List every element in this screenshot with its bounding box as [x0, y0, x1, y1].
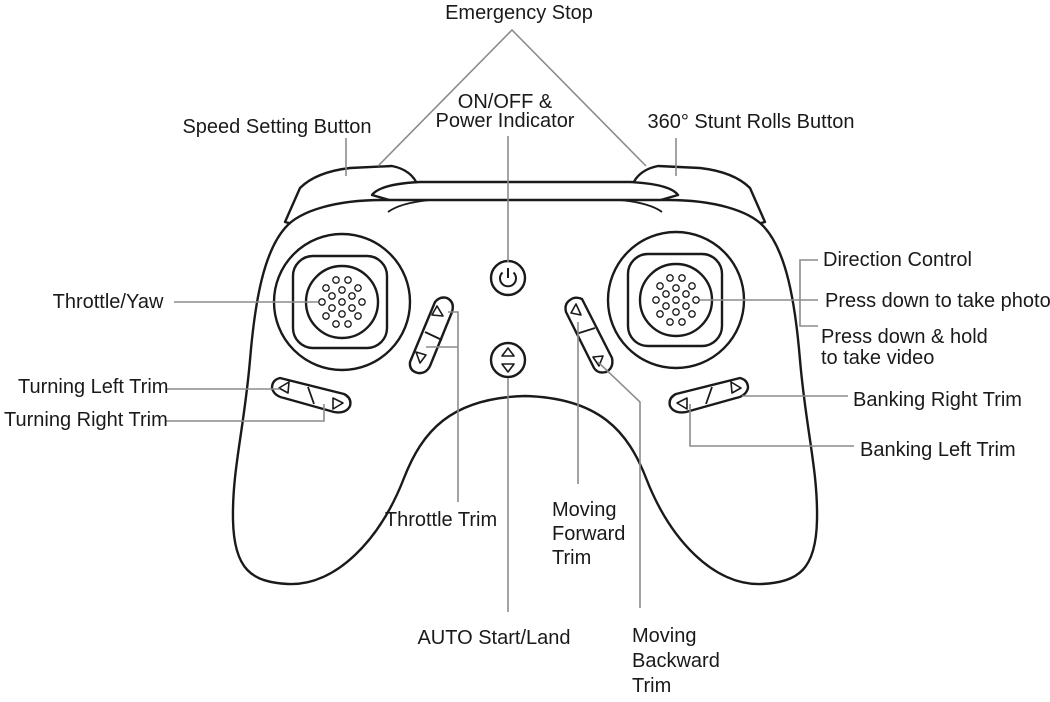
throttle-trim-down-icon [415, 351, 427, 364]
grip-dot [672, 296, 680, 304]
left-stick-grip-dots [318, 276, 366, 328]
grip-dot [662, 290, 670, 298]
grip-dot [332, 320, 340, 328]
grip-dot [666, 274, 674, 282]
grip-dot [692, 296, 700, 304]
grip-dot [328, 304, 336, 312]
label-turning-right-trim: Turning Right Trim [4, 409, 168, 431]
labels: Emergency Stop Speed Setting Button ON/O… [4, 2, 1050, 697]
right-stick-grip-dots [652, 274, 700, 326]
label-moving-forward-2: Forward [552, 523, 625, 545]
label-moving-backward-3: Trim [632, 675, 671, 697]
grip-dot [688, 310, 696, 318]
up-down-arrows-icon [501, 347, 515, 373]
label-power-indicator: Power Indicator [436, 110, 575, 132]
grip-dot [652, 296, 660, 304]
grip-dot [322, 312, 330, 320]
grip-dot [672, 284, 680, 292]
turning-right-icon [332, 397, 344, 410]
label-stunt-rolls-button: 360° Stunt Rolls Button [647, 111, 854, 133]
left-stick-assembly[interactable] [272, 232, 412, 372]
grip-dot [656, 282, 664, 290]
label-press-video-2: to take video [821, 347, 934, 369]
banking-trim-rocker[interactable] [668, 376, 750, 414]
banking-right-icon [730, 381, 742, 394]
grip-dot [688, 282, 696, 290]
grip-dot [344, 320, 352, 328]
label-moving-backward-1: Moving [632, 625, 696, 647]
turning-left-icon [278, 381, 290, 394]
label-banking-right-trim: Banking Right Trim [853, 389, 1022, 411]
leader-lines [166, 28, 854, 612]
grip-dot [348, 304, 356, 312]
throttle-trim-up-icon [431, 305, 444, 317]
label-on-off: ON/OFF & [458, 91, 553, 113]
label-moving-backward-2: Backward [632, 650, 720, 672]
grip-dot [348, 292, 356, 300]
grip-dot [344, 276, 352, 284]
grip-dot [682, 302, 690, 310]
backward-trim-down-icon [592, 355, 604, 367]
grip-dot [332, 276, 340, 284]
forward-backward-trim-rocker[interactable] [564, 296, 614, 374]
grip-dot [328, 292, 336, 300]
grip-dot [322, 284, 330, 292]
label-press-video-1: Press down & hold [821, 326, 988, 348]
grip-dot [656, 310, 664, 318]
grip-dot [678, 318, 686, 326]
label-direction-control: Direction Control [823, 249, 972, 271]
right-stick-assembly[interactable] [606, 230, 746, 370]
grip-dot [338, 286, 346, 294]
label-throttle-trim: Throttle Trim [385, 509, 497, 531]
grip-dot [666, 318, 674, 326]
throttle-trim-rocker[interactable] [408, 296, 455, 375]
grip-dot [338, 298, 346, 306]
grip-dot [672, 308, 680, 316]
label-auto-start-land: AUTO Start/Land [417, 627, 570, 649]
label-turning-left-trim: Turning Left Trim [18, 376, 168, 398]
grip-dot [318, 298, 326, 306]
grip-dot [682, 290, 690, 298]
power-button[interactable] [489, 259, 527, 297]
label-moving-forward-3: Trim [552, 547, 591, 569]
grip-dot [358, 298, 366, 306]
controller-body [231, 164, 819, 586]
label-speed-setting-button: Speed Setting Button [182, 116, 371, 138]
label-press-photo: Press down to take photo [825, 290, 1050, 312]
forward-trim-up-icon [570, 303, 582, 316]
power-icon [499, 268, 517, 288]
grip-dot [354, 284, 362, 292]
banking-left-icon [676, 397, 688, 410]
auto-start-land-button[interactable] [489, 341, 527, 379]
grip-dot [678, 274, 686, 282]
turning-trim-rocker[interactable] [270, 376, 352, 414]
label-throttle-yaw: Throttle/Yaw [53, 291, 164, 313]
grip-dot [354, 312, 362, 320]
label-banking-left-trim: Banking Left Trim [860, 439, 1016, 461]
grip-dot [662, 302, 670, 310]
grip-dot [338, 310, 346, 318]
label-emergency-stop: Emergency Stop [445, 2, 593, 24]
label-moving-forward-1: Moving [552, 499, 616, 521]
